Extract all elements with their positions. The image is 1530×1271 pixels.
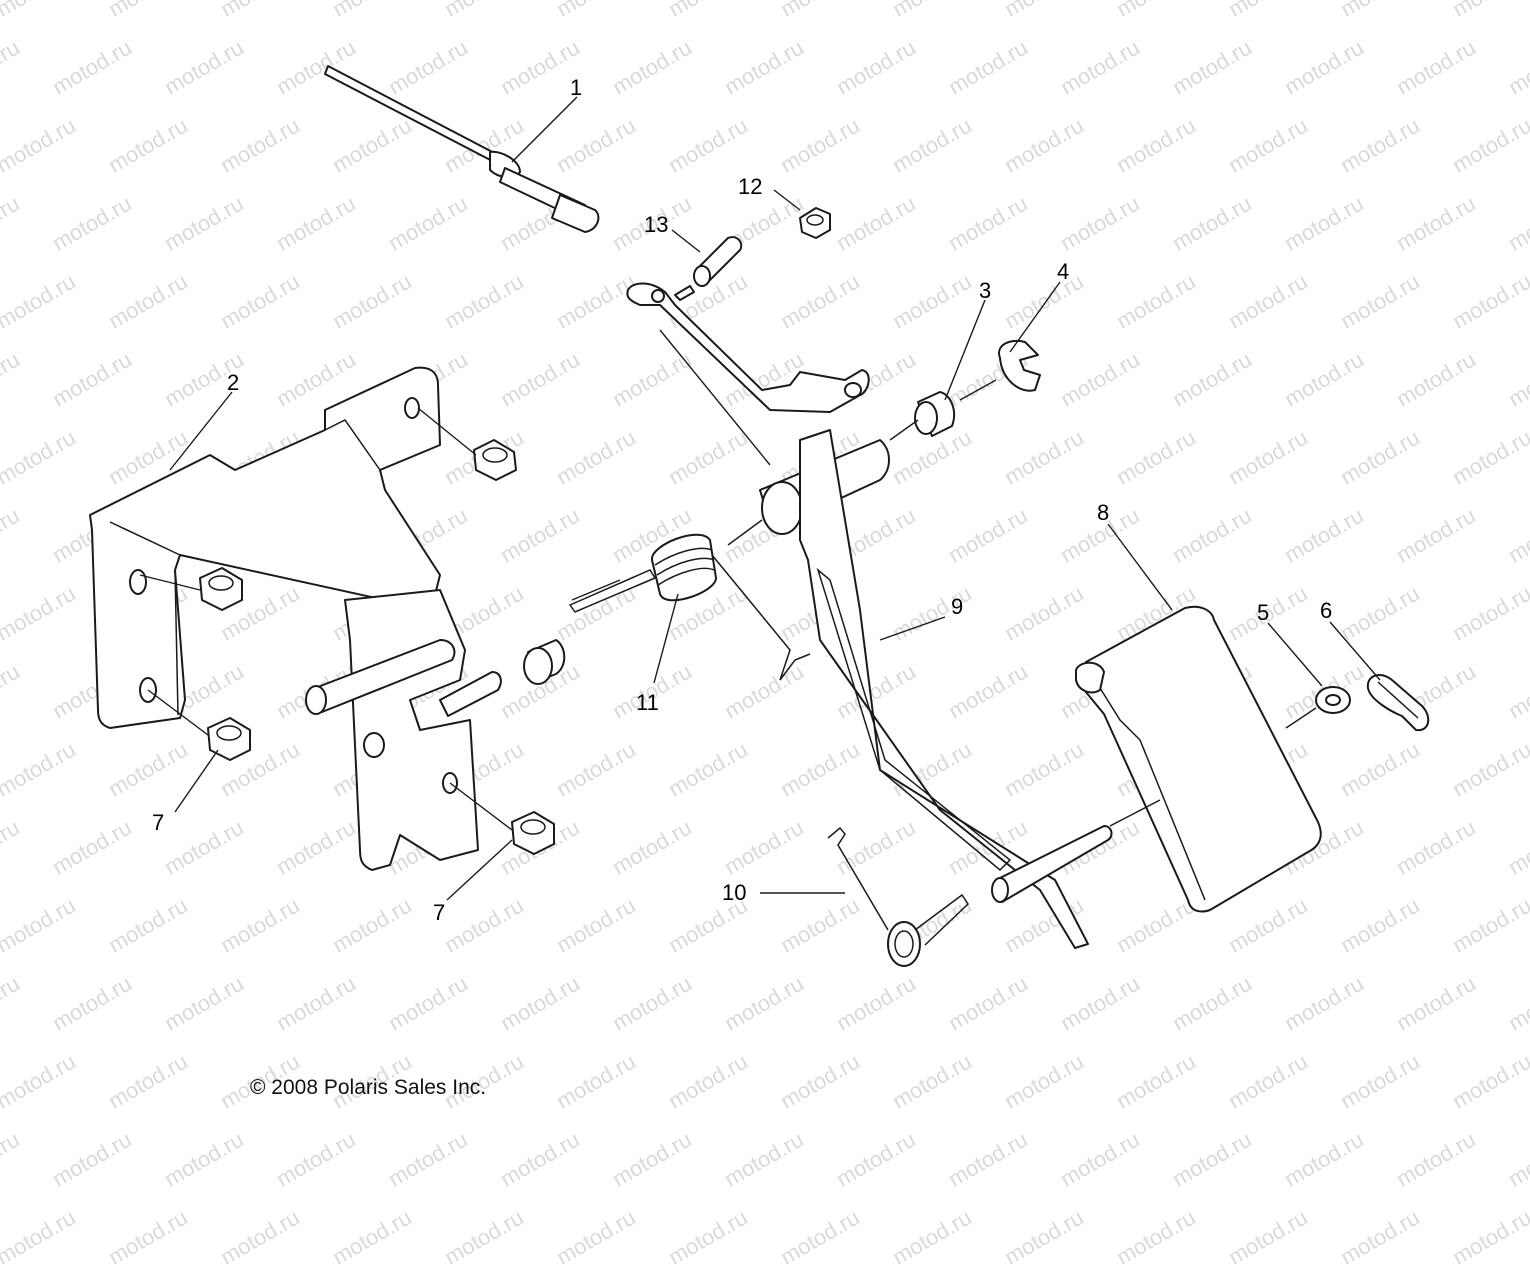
part-spring-10 [827, 826, 969, 967]
part-pin-13 [693, 236, 743, 287]
watermark-text: motod.ru [216, 1204, 304, 1270]
watermark-text: motod.ru [776, 1204, 864, 1270]
callout-11: 11 [636, 690, 659, 715]
callout-9: 9 [951, 594, 963, 619]
part-cotter-pin-6 [1366, 673, 1430, 732]
part-bushing-3 [914, 391, 956, 437]
callout-5: 5 [1257, 600, 1269, 625]
watermark-text: motod.ru [1000, 1204, 1088, 1270]
part-washer-5 [1315, 686, 1351, 714]
callout-3: 3 [979, 278, 991, 303]
watermark-text: motod.ru [1336, 1204, 1424, 1270]
part-lever-arm [626, 282, 870, 413]
copyright-notice: © 2008 Polaris Sales Inc. [250, 1076, 487, 1099]
part-clip-4 [998, 339, 1041, 392]
watermark-text: motod.ru [664, 1204, 752, 1270]
callout-6: 6 [1320, 598, 1332, 623]
watermark-text: motod.ru [328, 1204, 416, 1270]
callout-labels: 1 2 3 4 5 6 7 7 8 9 10 11 12 13 [152, 75, 1332, 925]
watermark-text: motod.ru [552, 1204, 640, 1270]
part-bracket [89, 366, 502, 871]
callout-1: 1 [570, 75, 582, 100]
callout-10: 10 [722, 880, 746, 905]
part-flange-nuts [199, 439, 555, 855]
watermark-text: motod.ru [0, 1204, 80, 1270]
callout-12: 12 [738, 174, 762, 199]
callout-7a: 7 [152, 810, 164, 835]
watermark-text: motod.ru [104, 1204, 192, 1270]
part-nut-12 [799, 207, 831, 239]
watermark-text: motod.ru [1448, 1204, 1530, 1270]
callout-4: 4 [1057, 259, 1069, 284]
watermark-text: motod.ru [1224, 1204, 1312, 1270]
callout-7b: 7 [433, 900, 445, 925]
callout-13: 13 [644, 212, 668, 237]
part-pedal-pad-8 [1075, 605, 1322, 913]
watermark-text: motod.ru [1112, 1204, 1200, 1270]
leader-lines [139, 96, 1381, 901]
callout-2: 2 [227, 370, 239, 395]
callout-8: 8 [1097, 500, 1109, 525]
part-cable [324, 65, 600, 233]
part-spring-11 [568, 533, 811, 681]
watermark-text: motod.ru [440, 1204, 528, 1270]
exploded-parts-diagram: 1 2 3 4 5 6 7 7 8 9 10 11 12 13 [89, 65, 1430, 967]
part-pedal-9 [759, 429, 1113, 949]
part-bushing-11 [523, 639, 566, 685]
watermark-text: motod.ru [888, 1204, 976, 1270]
